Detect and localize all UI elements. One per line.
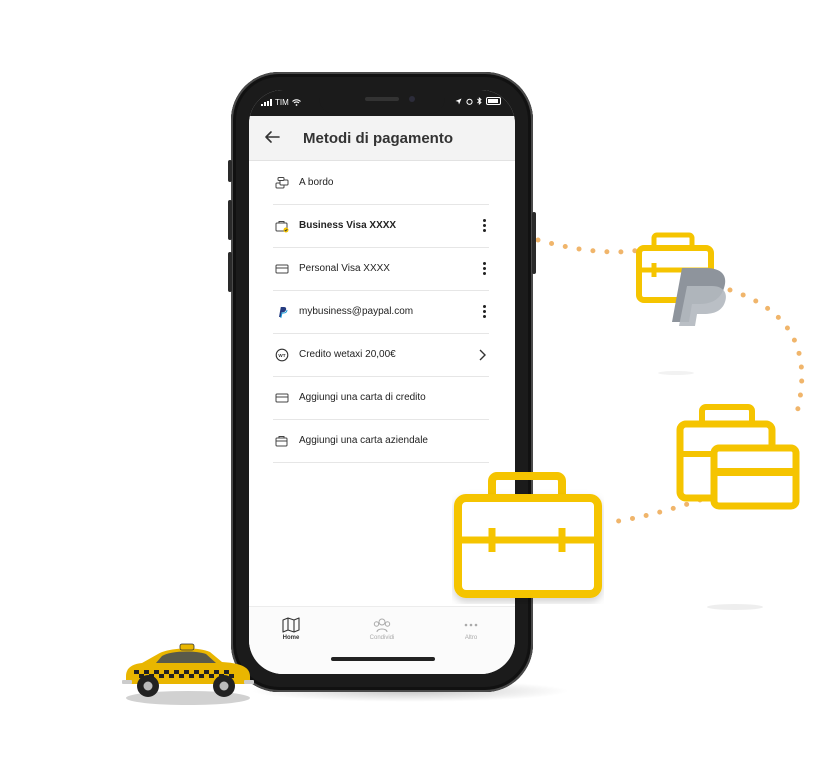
business-card-icon <box>275 221 289 233</box>
wifi-icon <box>291 99 301 106</box>
taxi-illustration <box>122 643 254 705</box>
payment-row-paypal[interactable]: mybusiness@paypal.com <box>273 291 489 334</box>
payment-label: Credito wetaxi 20,00€ <box>299 349 396 360</box>
battery-icon <box>486 97 501 105</box>
credit-card-icon <box>275 264 289 274</box>
tab-condividi[interactable]: Condividi <box>352 617 412 641</box>
briefcase-illustration <box>454 472 602 598</box>
volume-up-button <box>228 200 232 240</box>
back-arrow-icon[interactable] <box>261 126 283 148</box>
people-icon <box>373 618 391 633</box>
payment-row-credito-wetaxi[interactable]: WT Credito wetaxi 20,00€ <box>273 334 489 377</box>
svg-text:WT: WT <box>278 353 285 358</box>
alarm-icon <box>466 98 473 105</box>
tab-label: Condividi <box>369 635 395 641</box>
power-button <box>532 212 536 274</box>
payment-label: mybusiness@paypal.com <box>299 306 414 317</box>
payment-label: Business Visa XXXX <box>299 220 397 231</box>
map-icon <box>282 617 300 633</box>
add-business-card-row[interactable]: Aggiungi una carta aziendale <box>273 420 489 463</box>
paypal-icon <box>279 307 288 319</box>
status-bar: TIM <box>249 90 515 116</box>
mute-switch <box>228 160 232 182</box>
more-options-icon[interactable] <box>481 304 487 320</box>
payment-methods-list: A bordo Business Visa XXXX Personal Visa… <box>273 162 489 463</box>
more-options-icon[interactable] <box>481 261 487 277</box>
app-header: Metodi di pagamento <box>249 116 515 161</box>
more-options-icon[interactable] <box>481 218 487 234</box>
dots-icon <box>464 623 478 627</box>
add-credit-card-row[interactable]: Aggiungi una carta di credito <box>273 377 489 420</box>
chevron-right-icon[interactable] <box>477 348 487 362</box>
payment-label: Personal Visa XXXX <box>299 263 390 274</box>
credit-card-icon <box>275 393 289 403</box>
payment-label: Aggiungi una carta aziendale <box>299 435 428 446</box>
bluetooth-icon <box>477 97 482 105</box>
payment-row-personal-visa[interactable]: Personal Visa XXXX <box>273 248 489 291</box>
payment-label: A bordo <box>299 177 334 188</box>
signal-icon <box>261 99 272 106</box>
home-indicator <box>331 657 435 661</box>
tab-bar: Home Condividi Altro <box>249 606 515 674</box>
payment-row-business-visa[interactable]: Business Visa XXXX <box>273 205 489 248</box>
payment-row-a-bordo[interactable]: A bordo <box>273 162 489 205</box>
volume-down-button <box>228 252 232 292</box>
location-icon <box>455 98 462 104</box>
briefcase-paypal-illustration <box>636 232 726 326</box>
briefcase-card-illustration <box>676 404 800 510</box>
carrier-label: TIM <box>275 98 289 107</box>
coins-icon <box>275 177 289 189</box>
notch <box>319 90 445 114</box>
page-title: Metodi di pagamento <box>303 130 453 147</box>
tab-label: Altro <box>464 635 478 641</box>
business-card-icon <box>275 436 288 447</box>
tab-altro[interactable]: Altro <box>441 617 501 641</box>
tab-label: Home <box>282 635 300 641</box>
wetaxi-credit-icon: WT <box>275 348 289 362</box>
tab-home[interactable]: Home <box>261 617 321 641</box>
payment-label: Aggiungi una carta di credito <box>299 392 426 403</box>
